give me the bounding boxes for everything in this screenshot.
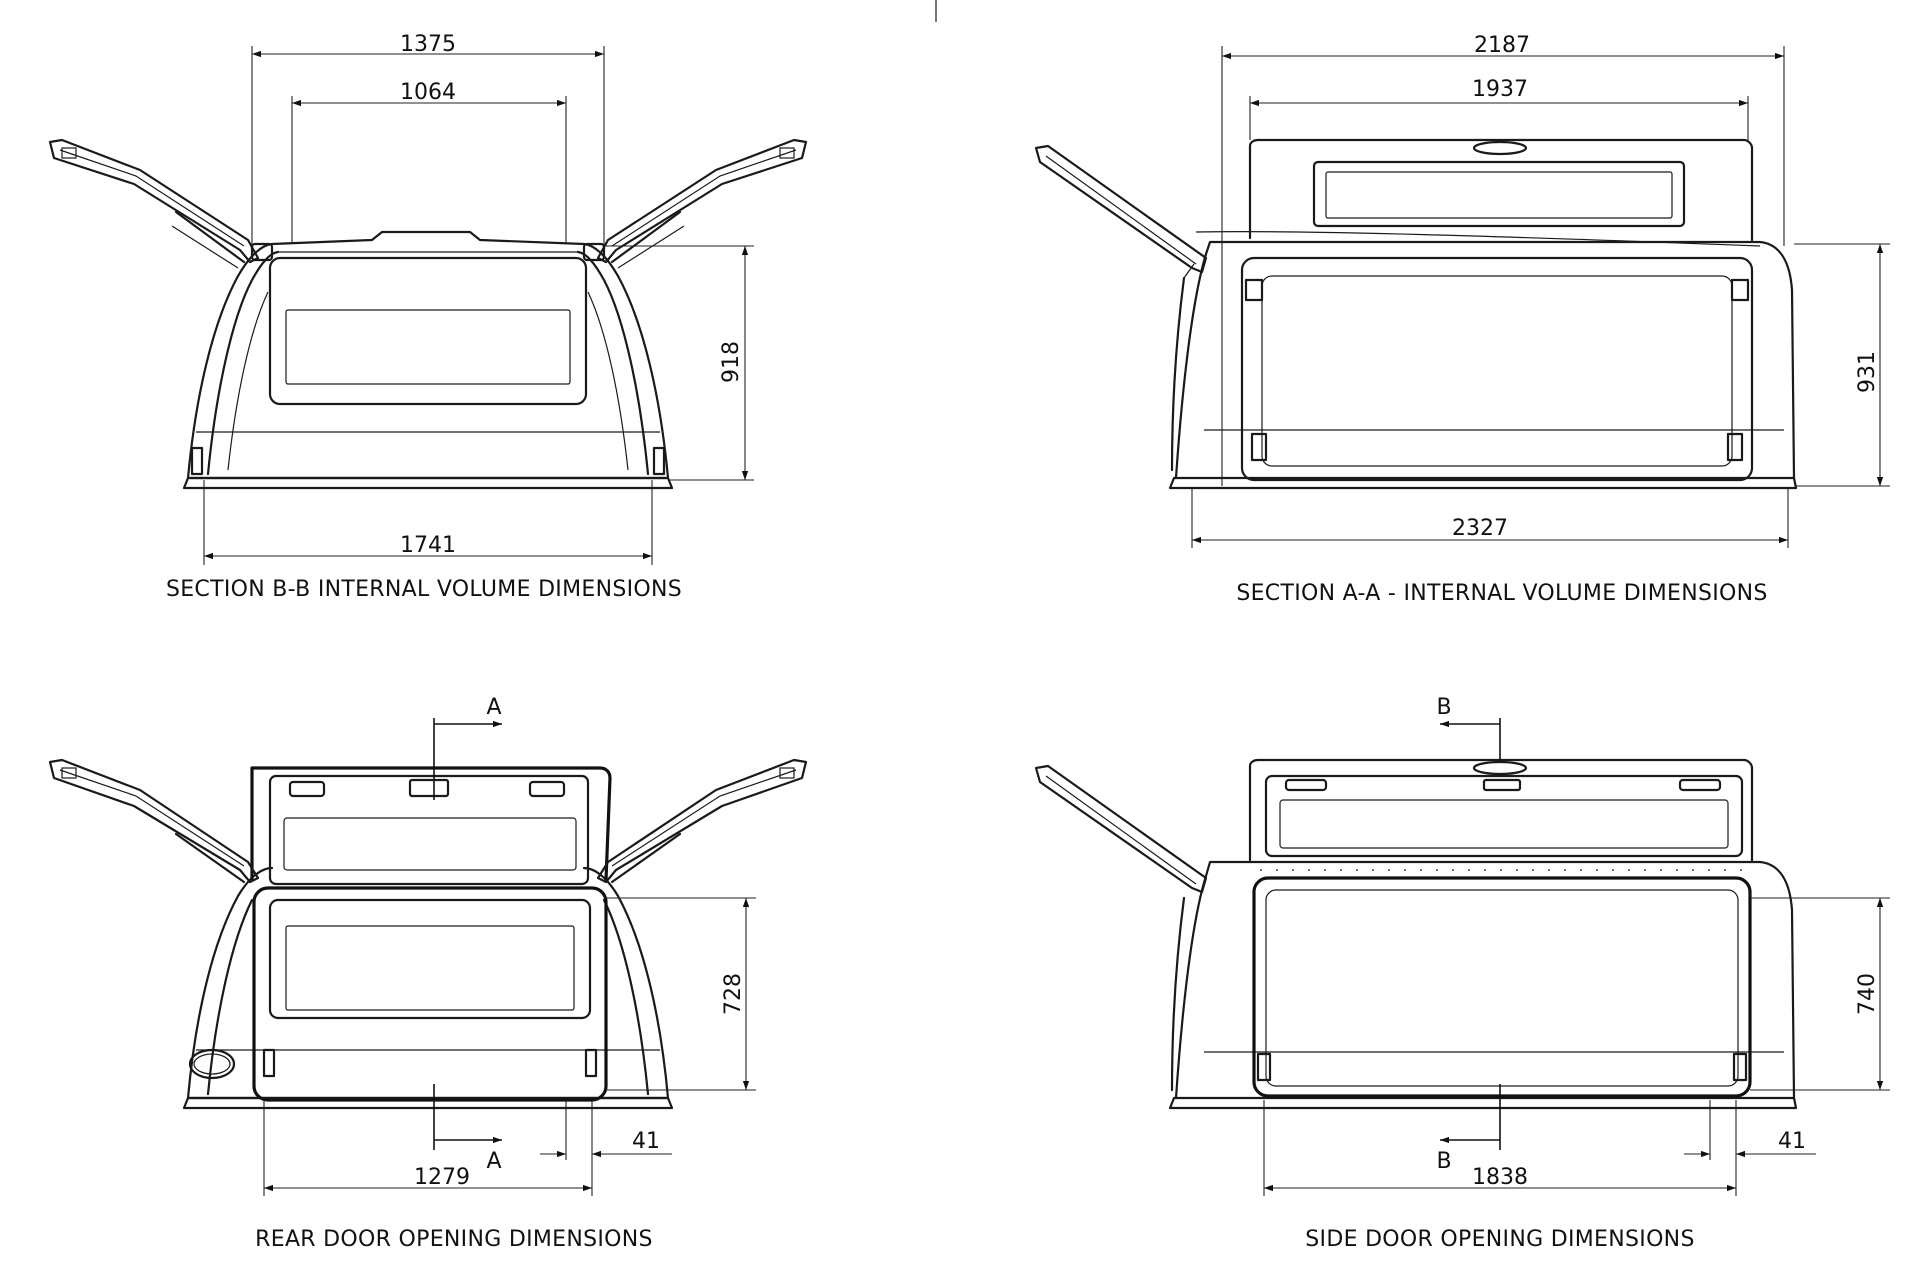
dim-label-offset: 41 [632,1129,660,1154]
dim-label-bottom: 1741 [400,533,456,558]
caption-section-aa: SECTION A-A - INTERNAL VOLUME DIMENSIONS [1236,581,1767,606]
right-open-side-door [596,138,808,269]
dim-label-height: 931 [1855,351,1880,393]
dimensions-side-door: 740 1838 41 [1263,897,1890,1196]
open-rear-door [1034,764,1208,1092]
dim-label-width: 1279 [414,1165,470,1190]
section-marker-a-top: A [486,695,501,720]
view-side-door: B B 740 1838 41 SIDE DOOR OPENING DIMENS… [1034,695,1890,1252]
dim-label-width: 1838 [1472,1165,1528,1190]
canopy-side-profile [1168,138,1798,490]
section-line-a: A A [433,695,502,1174]
dim-label-top-outer: 1375 [400,32,456,57]
dim-label-height: 740 [1855,973,1880,1015]
dim-label-height: 918 [719,341,744,383]
view-section-bb: 1375 1064 918 1741 SECTION B-B INTERNAL … [48,32,808,602]
canopy-side-view [1168,758,1798,1110]
section-marker-b-bottom: B [1436,1149,1451,1174]
section-marker-b-top: B [1436,695,1451,720]
caption-rear-door: REAR DOOR OPENING DIMENSIONS [255,1227,653,1252]
section-line-b: B B [1436,695,1501,1174]
canopy-rear-view [182,766,674,1110]
left-open-side-door [48,758,260,884]
dim-label-top-outer: 2187 [1474,33,1530,58]
dim-label-height: 728 [721,973,746,1015]
dimensions-section-bb: 1375 1064 918 1741 [203,32,754,565]
canopy-end-profile [182,230,674,490]
dim-label-offset: 41 [1778,1129,1806,1154]
dim-label-top-inner: 1937 [1472,77,1528,102]
left-open-side-door [48,138,260,269]
right-open-side-door [596,758,808,884]
caption-section-bb: SECTION B-B INTERNAL VOLUME DIMENSIONS [166,577,682,602]
dimensions-section-aa: 2187 1937 931 2327 [1191,33,1890,548]
view-rear-door: A A 728 1279 41 REAR DOOR OPENING DIMENS… [48,695,808,1252]
dim-label-top-inner: 1064 [400,80,456,105]
view-section-aa: 2187 1937 931 2327 SECTION A-A - INTERNA… [1034,33,1890,606]
dim-label-bottom: 2327 [1452,516,1508,541]
section-marker-a-bottom: A [486,1149,501,1174]
caption-side-door: SIDE DOOR OPENING DIMENSIONS [1305,1227,1694,1252]
open-rear-door [1034,144,1208,472]
dimensions-rear-door: 728 1279 41 [263,897,756,1196]
